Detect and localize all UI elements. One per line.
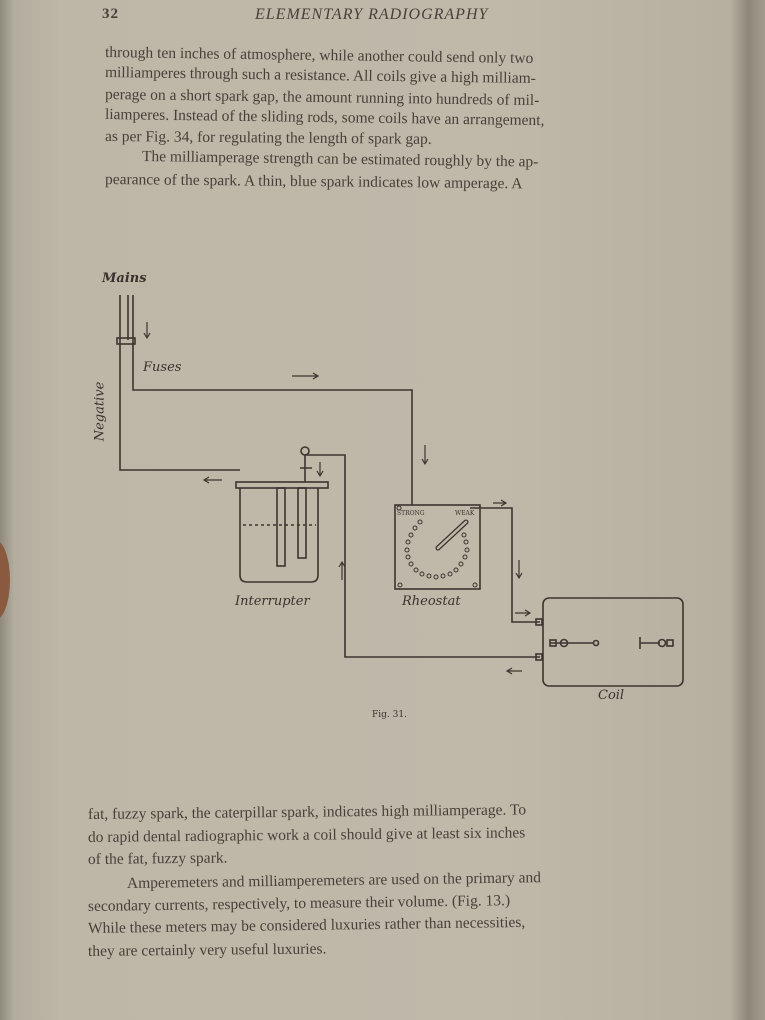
rheostat-box	[394, 504, 481, 590]
coil-box	[542, 597, 684, 687]
label-coil: Coil	[598, 688, 625, 703]
figure-caption: Fig. 31.	[372, 710, 407, 720]
text-line: they are certainly very useful luxuries.	[87, 940, 327, 960]
positive-wire	[132, 295, 413, 505]
interrupter-wire	[300, 454, 540, 658]
label-negative: Negative	[92, 381, 108, 442]
label-strong: STRONG	[397, 510, 425, 517]
interrupter-lid	[235, 481, 329, 489]
page-number: 32	[102, 6, 119, 22]
text-line: of the fat, fuzzy spark.	[87, 849, 228, 868]
rheostat-contacts	[396, 505, 478, 588]
label-weak: WEAK	[455, 510, 475, 517]
label-mains: Mains	[102, 271, 147, 286]
negative-wire	[119, 295, 240, 471]
current-arrows	[143, 322, 532, 675]
spark-gap	[550, 637, 660, 649]
label-rheostat: Rheostat	[402, 594, 461, 609]
label-fuses: Fuses	[143, 360, 182, 375]
label-interrupter: Interrupter	[235, 594, 310, 609]
interrupter-jar	[239, 488, 319, 583]
finger	[0, 540, 10, 620]
rheostat-wire	[470, 507, 540, 623]
running-title: ELEMENTARY RADIOGRAPHY	[255, 6, 489, 23]
